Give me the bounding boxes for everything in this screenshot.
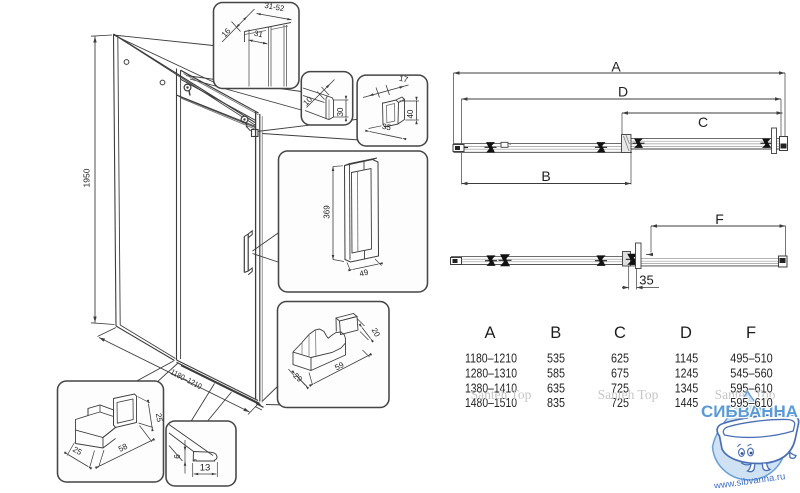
svg-text:A: A bbox=[484, 324, 495, 342]
svg-text:1445: 1445 bbox=[675, 395, 699, 410]
svg-text:B: B bbox=[541, 168, 550, 184]
svg-text:6: 6 bbox=[173, 454, 182, 459]
svg-text:1145: 1145 bbox=[675, 351, 699, 366]
svg-text:585: 585 bbox=[547, 365, 565, 380]
svg-text:D: D bbox=[680, 324, 692, 342]
svg-text:B: B bbox=[550, 324, 561, 342]
svg-text:Santeh Top: Santeh Top bbox=[598, 387, 659, 402]
svg-text:Santeh Top: Santeh Top bbox=[471, 387, 532, 402]
svg-text:635: 635 bbox=[547, 380, 565, 395]
svg-text:1345: 1345 bbox=[675, 380, 699, 395]
svg-text:C: C bbox=[698, 114, 708, 130]
svg-text:13: 13 bbox=[200, 463, 211, 474]
svg-text:40: 40 bbox=[406, 109, 415, 118]
svg-text:369: 369 bbox=[323, 205, 332, 219]
svg-text:35: 35 bbox=[639, 273, 653, 288]
svg-text:F: F bbox=[746, 324, 756, 342]
svg-text:1180–1210: 1180–1210 bbox=[465, 351, 517, 366]
svg-text:D: D bbox=[618, 84, 628, 100]
svg-text:1245: 1245 bbox=[675, 365, 699, 380]
svg-text:A: A bbox=[611, 59, 621, 75]
svg-text:30: 30 bbox=[336, 107, 345, 116]
svg-text:595–610: 595–610 bbox=[730, 395, 773, 410]
svg-text:625: 625 bbox=[611, 351, 629, 366]
svg-text:F: F bbox=[715, 211, 724, 227]
svg-text:1280–1310: 1280–1310 bbox=[465, 365, 517, 380]
svg-text:535: 535 bbox=[547, 351, 565, 366]
svg-text:495–510: 495–510 bbox=[730, 351, 773, 366]
svg-text:675: 675 bbox=[611, 365, 629, 380]
svg-text:C: C bbox=[614, 324, 626, 342]
svg-text:545–560: 545–560 bbox=[730, 365, 773, 380]
svg-text:835: 835 bbox=[547, 395, 565, 410]
svg-text:1950: 1950 bbox=[82, 168, 92, 187]
